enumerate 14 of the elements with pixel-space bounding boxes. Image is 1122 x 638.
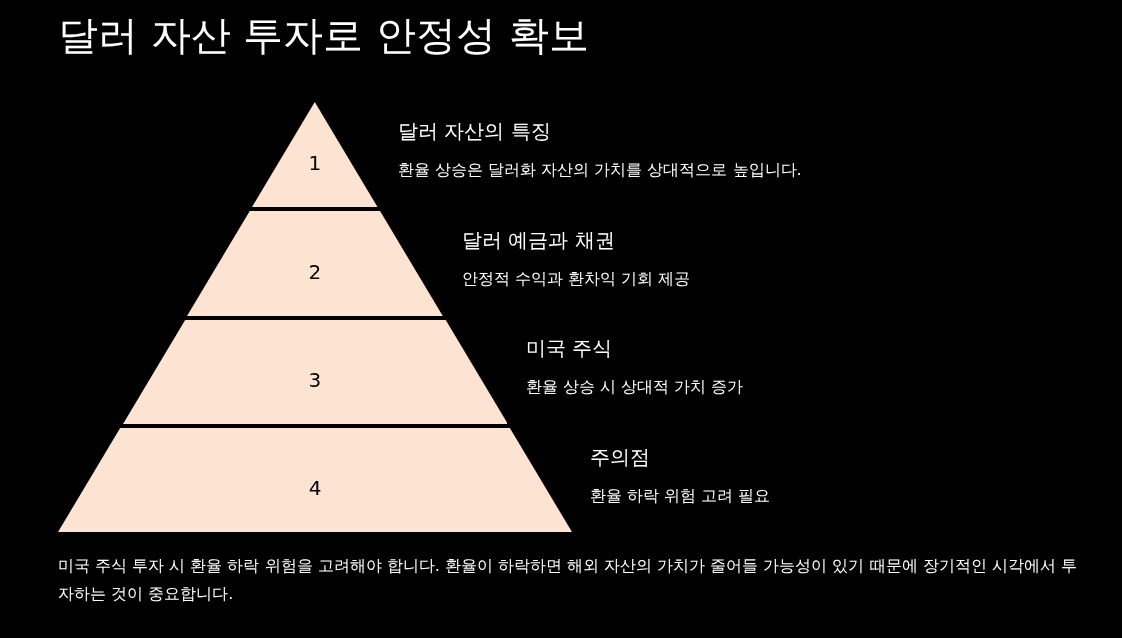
layer-description: 환율 하락 위험 고려 필요: [590, 486, 771, 507]
layer-number: 3: [308, 368, 322, 392]
caption-text: 미국 주식 투자 시 환율 하락 위험을 고려해야 합니다. 환율이 하락하면 해외 자산의 가치가 줄어들 가능성이 있기 때문에 장기적인 시각에서 투자하는 것이 중요합니다.: [58, 555, 1078, 605]
layer-number: 1: [308, 150, 322, 175]
layer-heading: 달러 예금과 채권: [462, 227, 615, 254]
layer-heading: 주의점: [590, 444, 650, 471]
layer-description: 안정적 수익과 환차익 기회 제공: [462, 269, 691, 290]
layer-heading: 달러 자산의 특징: [398, 118, 551, 145]
slide-title: 달러 자산 투자로 안정성 확보: [58, 11, 589, 60]
layer-number: 2: [308, 259, 322, 284]
layer-description: 환율 상승은 달러화 자산의 가치를 상대적으로 높입니다.: [398, 160, 802, 181]
layer-heading: 미국 주식: [526, 335, 613, 362]
layer-description: 환율 상승 시 상대적 가치 증가: [526, 377, 744, 398]
layer-number: 4: [308, 476, 322, 500]
